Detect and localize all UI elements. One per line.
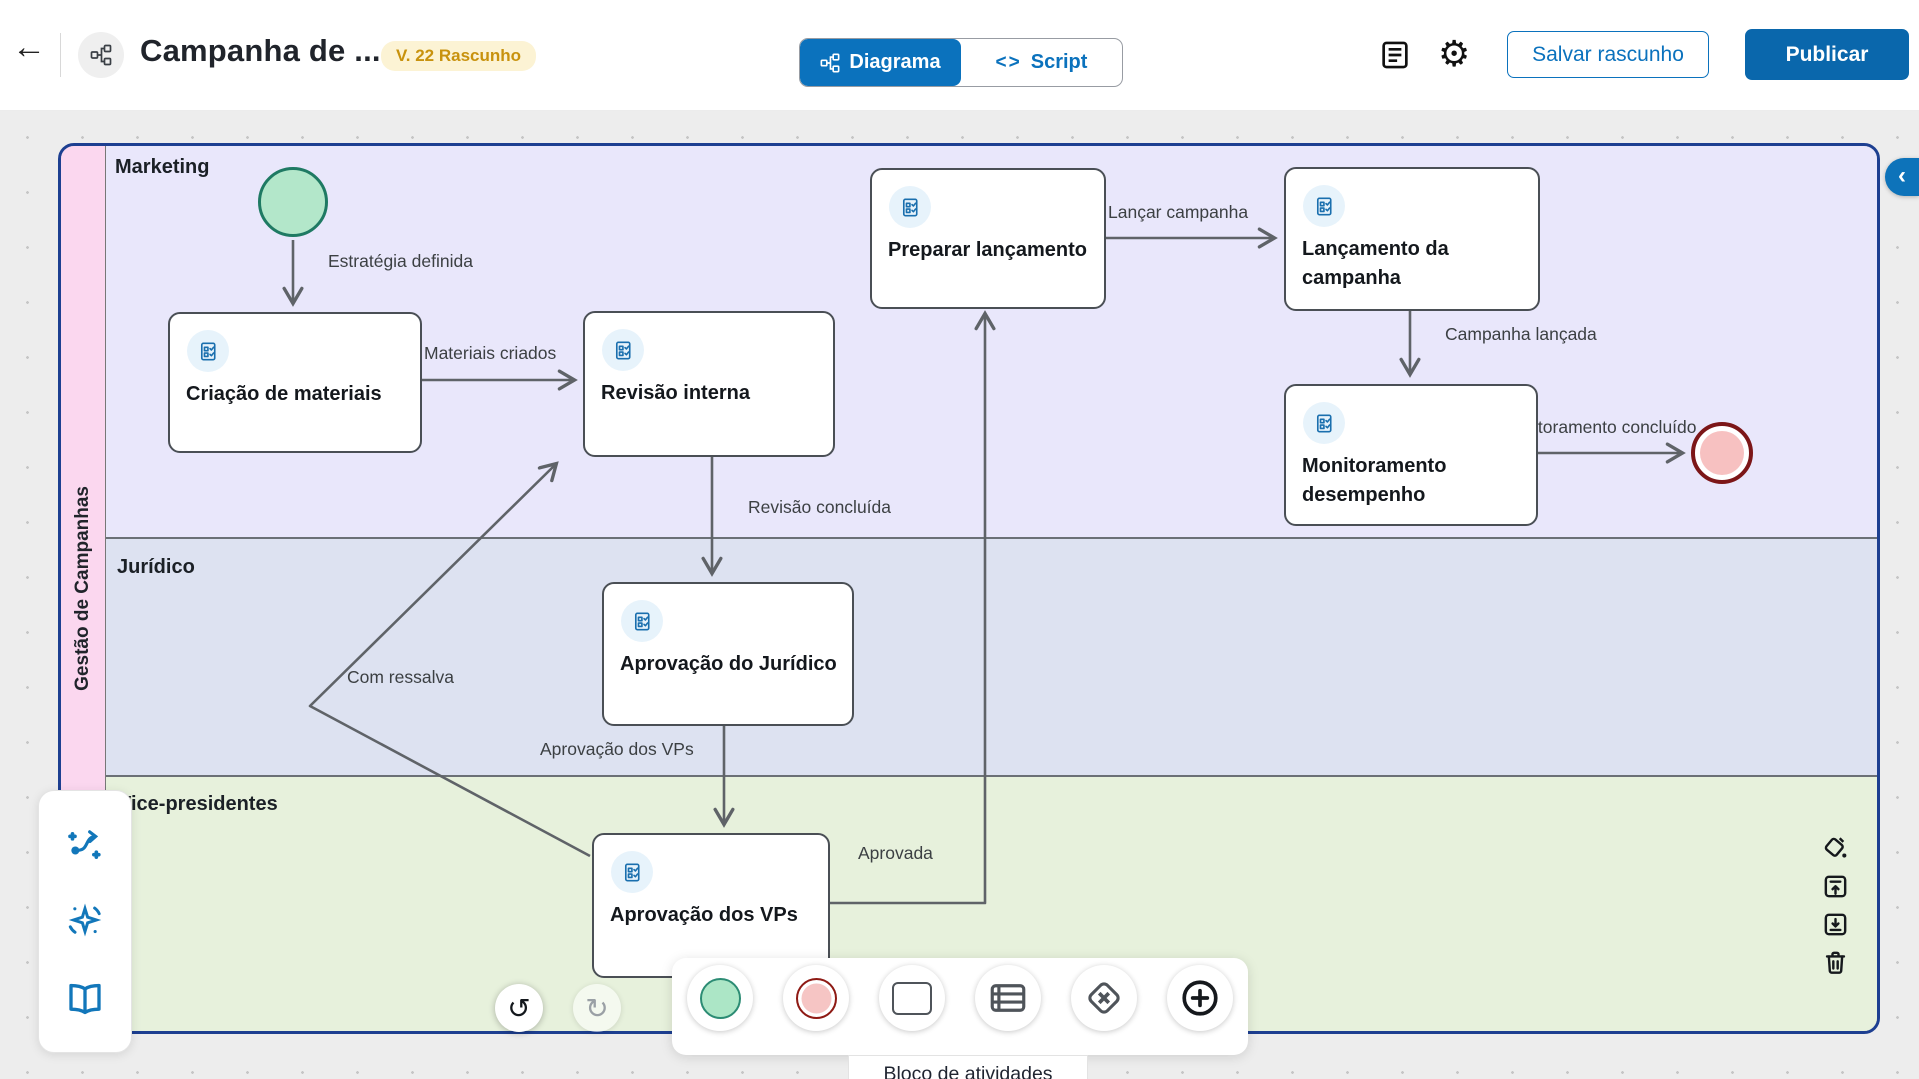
task-label: Preparar lançamento: [888, 239, 1087, 261]
checklist-icon: [1303, 185, 1345, 227]
gateway-icon: [1088, 982, 1120, 1014]
task-label: Criação de materiais: [186, 383, 382, 405]
pool-title: Gestão de Campanhas: [72, 486, 93, 691]
divider: [60, 33, 61, 77]
end-event[interactable]: [1691, 422, 1753, 484]
lane-label: Marketing: [115, 156, 210, 178]
page-title: Campanha de ...: [140, 33, 381, 68]
download-icon[interactable]: [1821, 910, 1850, 939]
code-icon: <>: [995, 51, 1022, 73]
end-event-fill: [1700, 431, 1744, 475]
task-label: Monitoramento desempenho: [1302, 455, 1447, 507]
task-lancamento-da-campanha[interactable]: Lançamento da campanha: [1284, 167, 1540, 311]
palette-tooltip: Bloco de atividades: [848, 1055, 1088, 1079]
edge-label-estrategia-definida: Estratégia definida: [328, 251, 473, 271]
lane-label: Vice-presidentes: [118, 793, 278, 815]
ai-sparkle-icon[interactable]: [64, 899, 106, 941]
edge-label-campanha-lancada: Campanha lançada: [1445, 324, 1597, 344]
checklist-icon: [889, 186, 931, 228]
shape-palette: [672, 958, 1248, 1055]
task-revisao-interna[interactable]: Revisão interna: [583, 311, 835, 457]
chevron-left-icon: ‹: [1898, 161, 1906, 189]
checklist-icon: [187, 330, 229, 372]
edge-label-monitoramento-concluido: Monitoramento concluído: [1500, 417, 1697, 437]
start-event-icon: [699, 977, 741, 1019]
edge-label-lancar-campanha: Lançar campanha: [1108, 202, 1249, 222]
task-aprovacao-dos-vps[interactable]: Aprovação dos VPs: [592, 833, 830, 978]
task-aprovacao-do-juridico[interactable]: Aprovação do Jurídico: [602, 582, 854, 726]
collapse-panel-button[interactable]: ‹: [1885, 158, 1919, 196]
checklist-icon: [621, 600, 663, 642]
gear-icon[interactable]: ⚙: [1438, 33, 1471, 74]
palette-add[interactable]: [1167, 965, 1233, 1031]
edge-label-aprovada: Aprovada: [858, 843, 933, 863]
end-event-icon: [795, 977, 837, 1019]
diagram-icon: [820, 53, 840, 72]
canvas-side-toolbar: [1818, 834, 1852, 977]
lane-block-icon: [990, 984, 1026, 1012]
tab-script[interactable]: <> Script: [995, 51, 1088, 73]
checklist-icon: [1303, 402, 1345, 444]
lane-label: Jurídico: [117, 556, 195, 578]
diagram-type-icon: [78, 32, 124, 78]
library-book-icon[interactable]: [64, 978, 106, 1020]
lane-jurídico[interactable]: Jurídico: [105, 537, 1877, 777]
start-event[interactable]: [258, 167, 328, 237]
ai-flow-icon[interactable]: [65, 823, 105, 863]
palette-end-event[interactable]: [783, 965, 849, 1031]
version-badge: V. 22 Rascunho: [381, 41, 537, 71]
edge-label-revisao-concluida: Revisão concluída: [748, 497, 891, 517]
task-label: Aprovação dos VPs: [610, 904, 798, 926]
redo-button[interactable]: ↻: [573, 984, 621, 1032]
trash-icon[interactable]: [1821, 948, 1850, 977]
task-label: Lançamento da campanha: [1302, 238, 1449, 290]
document-icon[interactable]: [1378, 38, 1412, 77]
upload-icon[interactable]: [1821, 872, 1850, 901]
view-toggle: Diagrama <> Script: [799, 38, 1123, 87]
add-icon: [1182, 980, 1218, 1016]
palette-lane-block[interactable]: [975, 965, 1041, 1031]
task-label: Aprovação do Jurídico: [620, 653, 837, 675]
publish-button[interactable]: Publicar: [1745, 29, 1909, 80]
checklist-icon: [602, 329, 644, 371]
top-bar: ← Campanha de ... V. 22 Rascunho Diagram…: [0, 0, 1919, 111]
palette-activity-block[interactable]: [879, 965, 945, 1031]
edge-label-aprovacao-dos-vps-edge: Aprovação dos VPs: [540, 739, 694, 759]
task-label: Revisão interna: [601, 382, 750, 404]
color-fill-icon[interactable]: [1821, 834, 1850, 863]
activity-block-icon: [892, 981, 932, 1015]
edge-label-materiais-criados: Materiais criados: [424, 343, 557, 363]
back-button[interactable]: ←: [12, 28, 46, 66]
checklist-icon: [611, 851, 653, 893]
palette-gateway[interactable]: [1071, 965, 1137, 1031]
undo-button[interactable]: ↺: [495, 984, 543, 1032]
assistant-panel: [38, 790, 132, 1053]
task-preparar-lancamento[interactable]: Preparar lançamento: [870, 168, 1106, 309]
edge-label-com-ressalva: Com ressalva: [347, 667, 454, 687]
palette-start-event[interactable]: [687, 965, 753, 1031]
tab-diagrama[interactable]: Diagrama: [800, 39, 961, 86]
task-criacao-de-materiais[interactable]: Criação de materiais: [168, 312, 422, 453]
task-monitoramento-desempenho[interactable]: Monitoramento desempenho: [1284, 384, 1538, 526]
save-draft-button[interactable]: Salvar rascunho: [1507, 31, 1709, 78]
